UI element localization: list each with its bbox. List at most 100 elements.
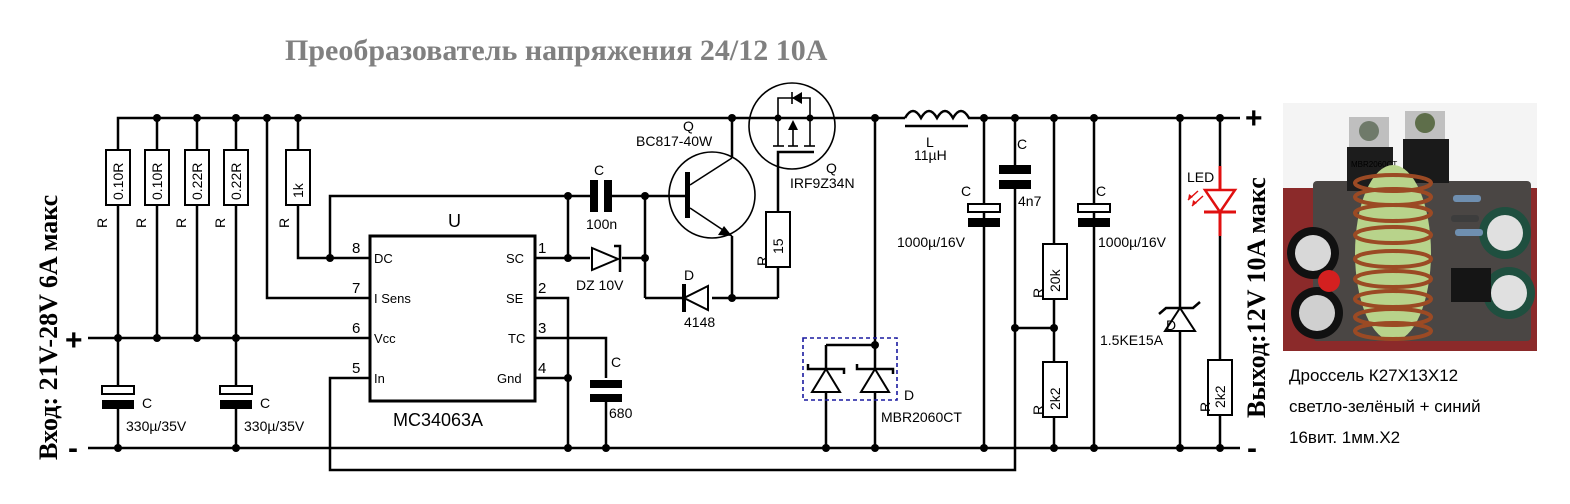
svg-text:680: 680 — [609, 405, 633, 421]
svg-text:Gnd: Gnd — [497, 371, 522, 386]
svg-text:DC: DC — [374, 251, 393, 266]
svg-text:2k2: 2k2 — [1047, 387, 1063, 410]
resistor-1k: 1k R — [276, 149, 311, 228]
svg-text:11µH: 11µH — [914, 147, 947, 163]
svg-text:D: D — [904, 387, 914, 403]
capacitor-cin2: C 330µ/35V — [219, 338, 305, 448]
svg-text:2: 2 — [538, 280, 546, 297]
svg-text:1000µ/16V: 1000µ/16V — [897, 234, 966, 250]
svg-text:C: C — [1017, 136, 1027, 152]
svg-text:D: D — [684, 267, 694, 283]
output-label: Выход:12V 10A макс — [1242, 177, 1271, 418]
svg-text:R: R — [1197, 402, 1213, 412]
resistor-r2: 0.10R R — [133, 149, 170, 228]
svg-text:4n7: 4n7 — [1018, 193, 1042, 209]
svg-text:I Sens: I Sens — [374, 291, 411, 306]
svg-text:MC34063A: MC34063A — [393, 410, 483, 430]
svg-text:R: R — [173, 218, 189, 228]
svg-text:20k: 20k — [1047, 268, 1063, 292]
led-indicator: LED — [1187, 166, 1238, 236]
svg-text:Vcc: Vcc — [374, 331, 396, 346]
svg-text:R: R — [1030, 405, 1046, 415]
resistor-2k2-feedback: 2k2 R — [1030, 361, 1068, 418]
resistor-r4: 0.22R R — [212, 149, 249, 228]
input-minus: - — [68, 432, 78, 465]
svg-text:SC: SC — [506, 251, 524, 266]
svg-text:R: R — [1030, 288, 1046, 298]
capacitor-cin1: C 330µ/35V — [101, 338, 187, 448]
svg-text:R: R — [212, 218, 228, 228]
transistor-bc817: Q BC817-40W — [636, 118, 756, 239]
capacitor-4n7: C 4n7 — [999, 136, 1042, 209]
photo-caption-line-3: 16вит. 1мм.Х2 — [1289, 428, 1401, 447]
junctions — [114, 114, 1224, 452]
svg-text:Q: Q — [826, 160, 837, 176]
svg-text:0.10R: 0.10R — [110, 163, 126, 200]
svg-text:LED: LED — [1187, 169, 1214, 185]
svg-text:0.10R: 0.10R — [149, 163, 165, 200]
svg-text:4148: 4148 — [684, 314, 715, 330]
svg-text:1000µ/16V: 1000µ/16V — [1098, 234, 1167, 250]
svg-text:3: 3 — [538, 320, 546, 337]
board-photo-drawing: MBR2060CT — [1283, 103, 1537, 351]
inductor-11uh: L 11µH — [903, 109, 971, 163]
capacitor-100n: C 100n — [586, 162, 617, 232]
svg-text:C: C — [142, 395, 152, 411]
svg-text:C: C — [611, 354, 621, 370]
svg-text:C: C — [1096, 183, 1106, 199]
svg-text:U: U — [448, 211, 461, 231]
zener-dz10v: DZ 10V — [576, 244, 624, 293]
svg-text:8: 8 — [352, 240, 360, 257]
output-minus: - — [1247, 432, 1257, 465]
svg-text:330µ/35V: 330µ/35V — [126, 418, 187, 434]
capacitor-cout2: C 1000µ/16V — [1077, 183, 1167, 250]
svg-text:R: R — [94, 218, 110, 228]
svg-text:R: R — [133, 218, 149, 228]
capacitor-680: C 680 — [590, 354, 633, 421]
svg-text:Q: Q — [683, 118, 694, 134]
svg-text:4: 4 — [538, 360, 546, 377]
ic-mc34063a: U MC34063A 8 DC 7 I Sens 6 Vcc 5 In 1 SC… — [352, 211, 546, 430]
board-photo: MBR2060CT — [1283, 103, 1537, 351]
resistor-r3: 0.22R R — [173, 149, 210, 228]
input-plus: + — [65, 324, 83, 357]
svg-text:330µ/35V: 330µ/35V — [244, 418, 305, 434]
capacitor-cout1: C 1000µ/16V — [897, 183, 1001, 250]
diode-mbr2060ct: D MBR2060CT — [802, 337, 962, 425]
svg-text:R: R — [276, 218, 292, 228]
svg-text:SE: SE — [506, 291, 524, 306]
svg-text:1: 1 — [538, 240, 546, 257]
svg-text:R: R — [754, 256, 770, 266]
svg-text:0.22R: 0.22R — [189, 163, 205, 200]
svg-text:0.22R: 0.22R — [228, 163, 244, 200]
svg-text:C: C — [961, 183, 971, 199]
diode-4148: D 4148 — [681, 267, 715, 330]
svg-text:1.5KE15A: 1.5KE15A — [1100, 332, 1164, 348]
svg-text:MBR2060CT: MBR2060CT — [881, 409, 962, 425]
diode-tvs-1-5ke15a: D 1.5KE15A — [1100, 301, 1201, 348]
resistor-2k2-led: 2k2 R — [1197, 359, 1233, 416]
svg-text:IRF9Z34N: IRF9Z34N — [790, 175, 855, 191]
svg-text:2k2: 2k2 — [1212, 385, 1228, 408]
input-label: Вход: 21V-28V 6A макс — [34, 195, 63, 460]
svg-text:C: C — [260, 395, 270, 411]
svg-text:1k: 1k — [290, 182, 306, 198]
photo-caption-line-2: светло-зелёный + синий — [1289, 397, 1481, 416]
svg-text:7: 7 — [352, 280, 360, 297]
output-plus: + — [1245, 102, 1263, 135]
svg-text:5: 5 — [352, 360, 360, 377]
resistor-15: 15 R — [754, 211, 791, 268]
wires — [88, 116, 1240, 472]
svg-text:15: 15 — [770, 238, 786, 254]
diagram-title: Преобразователь напряжения 24/12 10А — [285, 34, 828, 67]
svg-text:BC817-40W: BC817-40W — [636, 133, 713, 149]
svg-text:6: 6 — [352, 320, 360, 337]
mosfet-irf9z34n: Q IRF9Z34N — [748, 82, 855, 191]
svg-text:100n: 100n — [586, 216, 617, 232]
svg-text:C: C — [594, 162, 604, 178]
svg-text:DZ 10V: DZ 10V — [576, 277, 624, 293]
svg-text:In: In — [374, 371, 385, 386]
svg-text:D: D — [1166, 317, 1176, 333]
chip-marking: MBR2060CT — [1351, 160, 1397, 169]
